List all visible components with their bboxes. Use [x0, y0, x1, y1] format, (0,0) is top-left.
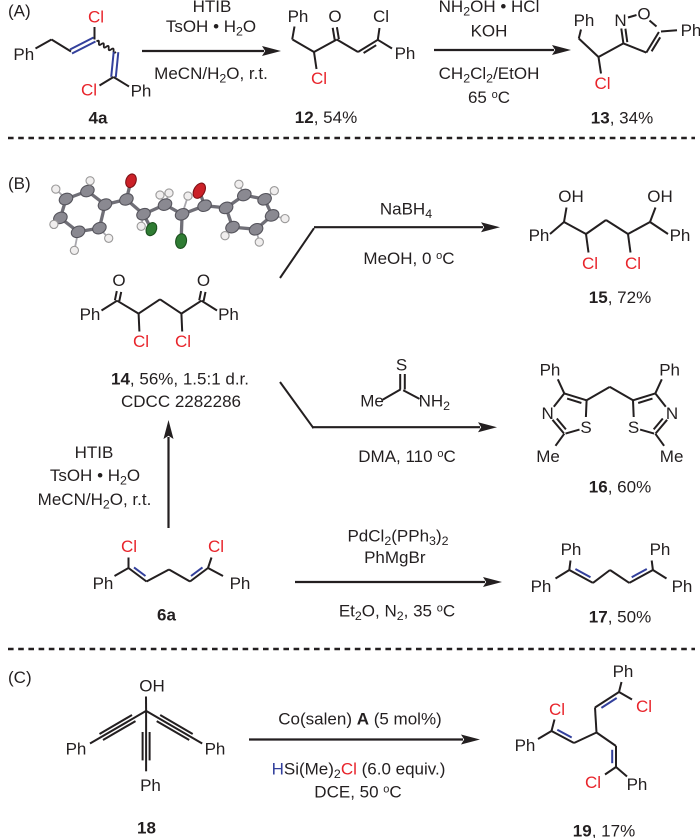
- svg-text:S: S: [396, 356, 407, 375]
- svg-text:HTIB: HTIB: [193, 0, 232, 16]
- svg-text:Cl: Cl: [582, 254, 598, 273]
- svg-text:Ph: Ph: [80, 305, 101, 324]
- svg-text:16, 60%: 16, 60%: [589, 478, 651, 497]
- svg-text:Ph: Ph: [515, 736, 536, 755]
- svg-text:Ph: Ph: [650, 540, 671, 559]
- svg-text:HSi(Me)2​Cl (6.0 equiv.): HSi(Me)2​Cl (6.0 equiv.): [272, 760, 446, 782]
- svg-text:Ph: Ph: [66, 740, 87, 759]
- svg-text:Cl: Cl: [208, 537, 224, 556]
- svg-text:TsOH • H2​O: TsOH • H2​O: [50, 466, 140, 488]
- svg-text:Cl: Cl: [594, 74, 610, 93]
- svg-text:HTIB: HTIB: [75, 443, 114, 462]
- svg-text:Ph: Ph: [574, 11, 595, 30]
- svg-text:Me: Me: [660, 447, 684, 466]
- svg-text:18: 18: [137, 819, 156, 838]
- svg-text:O: O: [197, 271, 210, 290]
- svg-text:S: S: [628, 418, 639, 437]
- svg-text:DCE, 50 o​C: DCE, 50 o​C: [314, 783, 401, 802]
- svg-text:12, 54%: 12, 54%: [295, 108, 357, 127]
- svg-text:TsOH • H2​O: TsOH • H2​O: [166, 17, 256, 39]
- svg-text:14, 56%, 1.5:1 d.r.: 14, 56%, 1.5:1 d.r.: [111, 370, 249, 389]
- svg-text:Cl: Cl: [175, 332, 191, 351]
- svg-text:Me: Me: [360, 392, 384, 411]
- svg-text:MeCN/H2​O, r.t.: MeCN/H2​O, r.t.: [154, 64, 268, 86]
- svg-text:Cl: Cl: [373, 7, 389, 26]
- svg-text:DMA, 110 o​C: DMA, 110 o​C: [358, 447, 455, 466]
- svg-text:Co(salen) A (5 mol%): Co(salen) A (5 mol%): [278, 710, 441, 729]
- svg-text:Ph: Ph: [672, 577, 693, 596]
- svg-text:Ph: Ph: [93, 574, 114, 593]
- svg-text:Ph: Ph: [613, 662, 634, 681]
- svg-text:4a: 4a: [89, 109, 108, 128]
- svg-text:KOH: KOH: [471, 22, 508, 41]
- svg-text:Ph: Ph: [288, 7, 309, 26]
- svg-text:S: S: [580, 418, 591, 437]
- svg-text:Ph: Ph: [561, 540, 582, 559]
- svg-text:NH2​OH • HCl: NH2​OH • HCl: [439, 0, 540, 19]
- svg-text:Ph: Ph: [218, 305, 239, 324]
- svg-text:PdCl2​(PPh3​)2​: PdCl2​(PPh3​)2​: [347, 527, 448, 549]
- svg-text:Ph: Ph: [540, 360, 561, 379]
- svg-text:NaBH4​: NaBH4​: [380, 200, 432, 222]
- svg-text:CH2​Cl2​/EtOH: CH2​Cl2​/EtOH: [439, 64, 540, 86]
- svg-text:Cl: Cl: [311, 69, 327, 88]
- svg-text:Cl: Cl: [549, 700, 565, 719]
- svg-text:13, 34%: 13, 34%: [591, 109, 653, 128]
- svg-text:19, 17%: 19, 17%: [573, 822, 635, 838]
- svg-text:N: N: [666, 404, 678, 423]
- svg-text:N: N: [541, 404, 553, 423]
- svg-text:17, 50%: 17, 50%: [589, 608, 651, 627]
- svg-text:OH: OH: [558, 187, 584, 206]
- svg-text:Ph: Ph: [659, 360, 680, 379]
- svg-text:Cl: Cl: [133, 332, 149, 351]
- svg-text:Ph: Ph: [140, 776, 161, 795]
- svg-text:(A): (A): [8, 2, 31, 21]
- svg-text:O: O: [112, 271, 125, 290]
- svg-text:Cl: Cl: [625, 254, 641, 273]
- svg-text:Ph: Ph: [627, 775, 648, 794]
- svg-text:6a: 6a: [157, 606, 176, 625]
- svg-text:Ph: Ph: [531, 577, 552, 596]
- svg-text:15, 72%: 15, 72%: [589, 288, 651, 307]
- svg-text:Ph: Ph: [670, 226, 691, 245]
- svg-text:Cl: Cl: [585, 773, 601, 792]
- svg-text:Ph: Ph: [131, 82, 152, 101]
- svg-text:MeCN/H2​O, r.t.: MeCN/H2​O, r.t.: [38, 490, 152, 512]
- svg-text:Ph: Ph: [529, 226, 550, 245]
- svg-text:N: N: [614, 11, 626, 30]
- svg-text:Ph: Ph: [205, 740, 226, 759]
- svg-text:(B): (B): [8, 174, 31, 193]
- svg-text:Ph: Ph: [230, 574, 251, 593]
- svg-text:MeOH, 0 o​C: MeOH, 0 o​C: [363, 249, 454, 268]
- svg-text:OH: OH: [647, 187, 673, 206]
- svg-text:O: O: [637, 5, 650, 24]
- svg-text:PhMgBr: PhMgBr: [364, 548, 426, 567]
- svg-text:Cl: Cl: [88, 8, 104, 27]
- svg-text:(C): (C): [8, 668, 32, 687]
- svg-text:Ph: Ph: [13, 45, 34, 64]
- svg-text:Et2​O, N2​, 35 o​C: Et2​O, N2​, 35 o​C: [339, 602, 455, 624]
- svg-text:Ph: Ph: [395, 44, 416, 63]
- svg-text:OH: OH: [139, 677, 165, 696]
- svg-text:Ph: Ph: [681, 21, 700, 40]
- svg-text:Cl: Cl: [636, 697, 652, 716]
- svg-text:65 o​C: 65 o​C: [468, 88, 510, 107]
- svg-text:O: O: [328, 7, 341, 26]
- svg-text:CDCC 2282286: CDCC 2282286: [121, 392, 241, 411]
- svg-text:Cl: Cl: [121, 537, 137, 556]
- svg-text:Cl: Cl: [81, 81, 97, 100]
- svg-text:Me: Me: [536, 447, 560, 466]
- svg-text:NH2​: NH2​: [419, 392, 451, 414]
